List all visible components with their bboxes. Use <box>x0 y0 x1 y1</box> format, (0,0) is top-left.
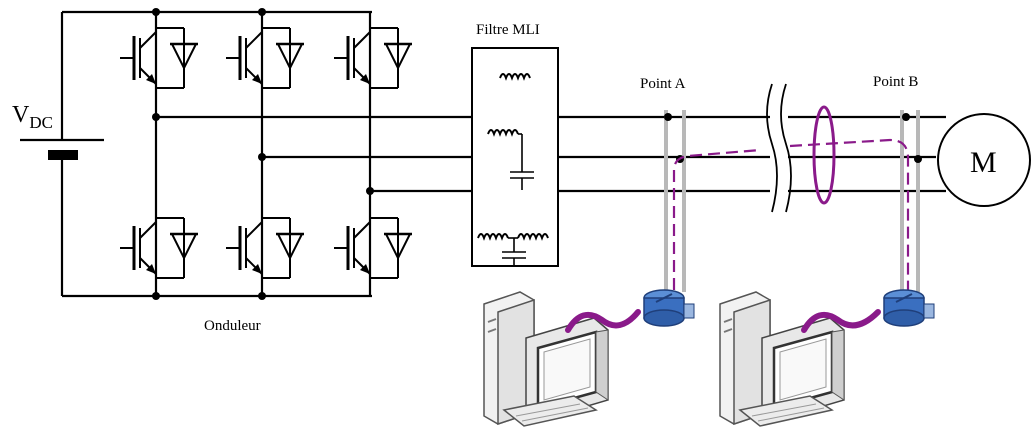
igbt-switch-top-2 <box>224 26 306 90</box>
current-sensor-b <box>883 289 935 327</box>
motor: M <box>937 113 1031 207</box>
point-b-label: Point B <box>873 74 918 90</box>
dc-source: VDC <box>12 10 372 298</box>
motor-label: M <box>970 146 997 179</box>
vdc-label: VDC <box>12 102 53 132</box>
measurement-point-a: Point A <box>640 76 761 292</box>
measurement-point-b: Point B <box>789 74 922 292</box>
igbt-switch-top-3 <box>332 26 414 90</box>
filter-label: Filtre MLI <box>476 22 540 38</box>
mli-filter: Filtre MLI <box>471 22 559 267</box>
data-cable-b <box>801 309 881 333</box>
inverter-label: Onduleur <box>204 318 261 334</box>
point-a-label: Point A <box>640 76 686 92</box>
igbt-switch-bottom-3 <box>332 216 414 280</box>
cable-clamp-ring <box>812 105 836 205</box>
igbt-switch-top-1 <box>118 26 200 90</box>
current-sensor-a <box>643 289 695 327</box>
data-cable-a <box>565 309 641 333</box>
igbt-switch-bottom-1 <box>118 216 200 280</box>
igbt-switch-bottom-2 <box>224 216 306 280</box>
inverter: Onduleur <box>118 8 414 334</box>
